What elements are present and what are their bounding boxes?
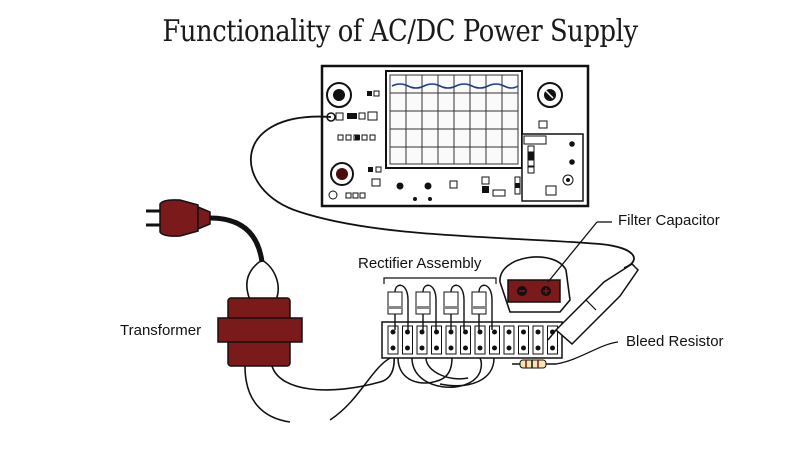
terminal-screw [535,329,541,335]
terminal-slot [547,325,558,355]
leader-filter-capacitor [547,221,598,283]
terminal-screw [506,329,512,335]
power-cord [209,215,265,263]
terminal-slot [474,325,486,355]
rectifier-bracket [383,277,497,284]
terminal-screw [521,345,526,351]
terminal-screw [492,345,497,351]
rectifier-assembly [381,321,563,359]
terminal-screw [506,345,512,351]
terminal-screw [390,329,396,335]
terminal-slot [532,325,544,355]
label-transformer: Transformer [120,322,202,339]
terminal-slot [518,325,529,355]
label-filter-capacitor: Filter Capacitor [618,212,720,229]
secondary-lead-2 [271,339,395,391]
terminal-slot [489,325,500,355]
terminal-screw [390,345,396,351]
capacitor-icon [499,256,571,313]
bleed-resistor-icon [512,359,556,369]
transformer-lead-right [261,259,279,301]
terminal-screw [448,345,454,351]
terminal-screw [550,345,555,351]
terminal-screw [477,329,483,335]
terminal-screw [463,345,468,351]
terminal-screw [405,329,410,335]
transformer-icon [217,297,303,367]
transformer-lead-left [246,259,263,301]
oscilloscope-icon [320,64,590,208]
terminal-screw [419,329,425,335]
label-bleed-resistor: Bleed Resistor [626,333,724,350]
rectifier-diodes [383,277,497,330]
wiring [329,357,495,421]
terminal-screw [463,329,468,335]
leader-bleed-resistor [555,341,619,365]
terminal-screw [477,345,483,351]
terminal-slot [416,325,428,355]
terminal-screw [535,345,541,351]
terminal-screw [521,329,526,335]
probe-cable [250,115,635,269]
terminal-slot [387,325,399,355]
terminal-screw [434,345,439,351]
screen-grid [390,75,518,164]
terminal-screw [434,329,439,335]
terminal-slot [460,325,471,355]
terminal-screw [492,329,497,335]
waveform [391,83,519,89]
terminal-screw [448,329,454,335]
plug-icon [146,199,211,237]
terminal-screw [419,345,425,351]
terminal-slot [503,325,515,355]
probe-icon [547,263,639,346]
diagram-title: Functionality of AC/DC Power Supply [162,14,638,49]
label-rectifier-assembly: Rectifier Assembly [358,255,482,272]
terminal-screw [405,345,410,351]
secondary-lead-1 [244,365,291,423]
